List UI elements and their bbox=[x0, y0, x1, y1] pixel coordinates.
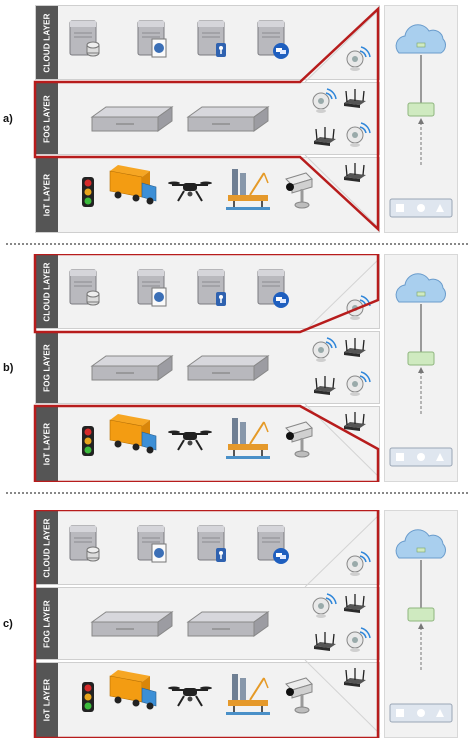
router-icon bbox=[344, 163, 366, 182]
access-point-icon bbox=[312, 337, 337, 362]
server-key-icon bbox=[197, 20, 226, 57]
fog-server-icon bbox=[186, 106, 270, 132]
router-icon bbox=[314, 127, 336, 146]
access-point-icon bbox=[312, 88, 337, 113]
router-icon bbox=[344, 338, 366, 357]
truck-icon bbox=[109, 414, 157, 454]
iot-layer-tab: IoT LAYER bbox=[36, 158, 58, 232]
router-icon bbox=[314, 632, 336, 651]
fog-node-icon bbox=[407, 351, 435, 366]
iot-layer-tab: IoT LAYER bbox=[36, 663, 58, 737]
fog-layer-tab: FOG LAYER bbox=[36, 588, 58, 659]
cloud-icon bbox=[395, 24, 446, 54]
highlight-outline bbox=[33, 510, 380, 738]
panel-label: a) bbox=[3, 113, 13, 125]
cloud-layer-tab: CLOUD LAYER bbox=[36, 255, 58, 328]
panel-graphics bbox=[33, 254, 453, 482]
router-icon bbox=[344, 668, 366, 687]
panel-c: c) CLOUD LAYER FOG LAYER IoT LAYER bbox=[0, 510, 474, 738]
fog-server-icon bbox=[90, 355, 174, 381]
server-globe-icon bbox=[137, 269, 167, 307]
router-icon bbox=[344, 412, 366, 431]
oil-platform-icon bbox=[226, 418, 270, 459]
access-point-icon bbox=[346, 371, 371, 396]
fog-node-icon bbox=[407, 607, 435, 622]
panel-b: b) CLOUD LAYER FOG LAYER IoT LAYER bbox=[0, 254, 474, 482]
fog-layer-tab: FOG LAYER bbox=[36, 83, 58, 154]
fog-server-icon bbox=[186, 611, 270, 637]
fog-server-icon bbox=[90, 611, 174, 637]
access-point-icon bbox=[346, 627, 371, 652]
access-point-icon bbox=[346, 122, 371, 147]
highlight-outline bbox=[33, 404, 380, 482]
oil-platform-icon bbox=[226, 674, 270, 715]
panel-a: a) CLOUD LAYER FOG LAYER IoT LAYER bbox=[0, 5, 474, 233]
access-point-icon bbox=[346, 46, 371, 71]
panel-graphics bbox=[33, 6, 453, 232]
architecture-schematic bbox=[389, 273, 453, 467]
oil-platform-icon bbox=[226, 169, 270, 210]
server-key-icon bbox=[197, 269, 226, 306]
server-key-icon bbox=[197, 525, 226, 562]
security-camera-icon bbox=[285, 421, 313, 458]
access-point-icon bbox=[346, 551, 371, 576]
traffic-light-icon bbox=[82, 426, 94, 456]
drone-icon bbox=[168, 686, 212, 707]
server-db-icon bbox=[69, 20, 100, 57]
panel-label: c) bbox=[3, 618, 13, 630]
router-icon bbox=[344, 594, 366, 613]
fog-server-icon bbox=[186, 355, 270, 381]
cloud-layer-tab: CLOUD LAYER bbox=[36, 6, 58, 79]
panel-divider bbox=[6, 492, 468, 494]
router-icon bbox=[344, 89, 366, 108]
fog-layer-tab: FOG LAYER bbox=[36, 332, 58, 403]
cloud-icon bbox=[395, 529, 446, 559]
access-point-icon bbox=[312, 593, 337, 618]
fog-server-icon bbox=[90, 106, 174, 132]
highlight-outline bbox=[33, 254, 380, 334]
traffic-light-icon bbox=[82, 682, 94, 712]
server-db-icon bbox=[69, 269, 100, 306]
drone-icon bbox=[168, 181, 212, 202]
cloud-icon bbox=[395, 273, 446, 303]
truck-icon bbox=[109, 670, 157, 710]
router-icon bbox=[314, 376, 336, 395]
drone-icon bbox=[168, 430, 212, 451]
panel-label: b) bbox=[3, 362, 14, 374]
traffic-light-icon bbox=[82, 177, 94, 207]
architecture-schematic bbox=[389, 529, 453, 723]
truck-icon bbox=[109, 165, 157, 205]
server-globe-icon bbox=[137, 525, 167, 563]
security-camera-icon bbox=[285, 677, 313, 714]
fog-node-icon bbox=[407, 102, 435, 117]
cloud-layer-tab: CLOUD LAYER bbox=[36, 511, 58, 584]
panel-divider bbox=[6, 243, 468, 245]
panel-graphics bbox=[33, 510, 453, 738]
server-chat-icon bbox=[257, 525, 289, 564]
server-chat-icon bbox=[257, 20, 289, 59]
security-camera-icon bbox=[285, 172, 313, 209]
iot-layer-tab: IoT LAYER bbox=[36, 407, 58, 481]
server-globe-icon bbox=[137, 20, 167, 58]
highlight-outline bbox=[33, 6, 380, 232]
server-chat-icon bbox=[257, 269, 289, 308]
architecture-schematic bbox=[389, 24, 453, 218]
server-db-icon bbox=[69, 525, 100, 562]
